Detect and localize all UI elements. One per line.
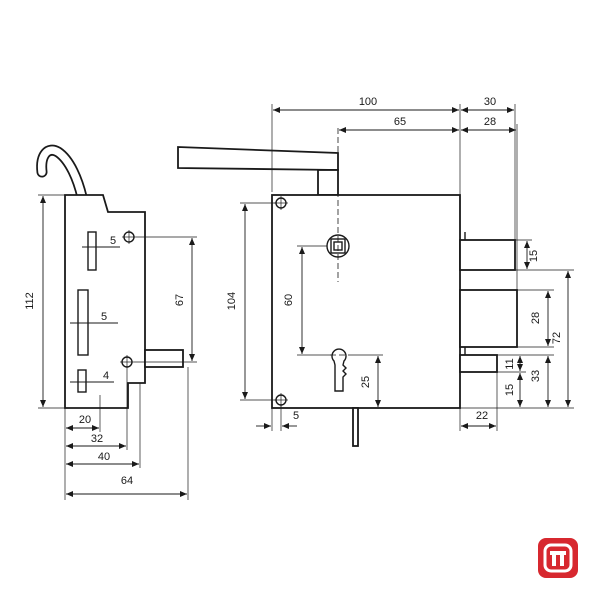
dim-label-15-top: 15	[528, 250, 540, 262]
middle-slot	[77, 289, 89, 356]
dim-label-height: 112	[24, 292, 36, 310]
dim-label-middle-slot: 5	[101, 311, 107, 323]
latch-bolt	[459, 354, 498, 373]
dim-label-25: 25	[360, 376, 372, 388]
handle-lever	[177, 146, 339, 171]
dim-label-top-slot: 5	[110, 235, 116, 247]
dim-label-bottom-slot: 4	[103, 370, 109, 382]
side-hole-bottom	[120, 355, 134, 369]
front-view: 100 30 65 28 104 60 25 5 22	[177, 96, 574, 447]
dim-label-30: 30	[484, 96, 496, 108]
top-slot	[87, 231, 97, 271]
dim-label-28-right: 28	[530, 312, 542, 324]
side-bolt	[144, 349, 184, 368]
dim-label-33: 33	[530, 370, 542, 382]
dim-label-32: 32	[91, 433, 103, 445]
dim-label-5: 5	[293, 410, 299, 422]
dim-label-22: 22	[476, 410, 488, 422]
tail-pin	[352, 407, 359, 447]
side-hole-top	[122, 230, 136, 244]
dim-label-40: 40	[98, 451, 110, 463]
bottom-slot	[77, 369, 87, 393]
dim-label-28-top: 28	[484, 116, 496, 128]
dim-label-65: 65	[394, 116, 406, 128]
brand-logo-icon	[538, 538, 578, 578]
dim-label-20: 20	[79, 414, 91, 426]
cable-fill	[37, 146, 86, 201]
dim-label-15-bottom: 15	[504, 384, 516, 396]
middle-bolt	[459, 289, 518, 348]
keyhole	[331, 348, 347, 392]
top-bolt	[459, 239, 516, 271]
dim-label-104: 104	[226, 292, 238, 310]
dim-label-hole-spacing: 67	[174, 294, 186, 306]
dim-label-60: 60	[283, 294, 295, 306]
side-view: 112 5 5 4 67 20 32 40 64	[24, 144, 197, 500]
dim-label-64: 64	[121, 475, 133, 487]
dim-label-100: 100	[359, 96, 377, 108]
handle-stem	[317, 169, 339, 196]
dim-label-72: 72	[551, 332, 563, 344]
dim-label-11: 11	[504, 358, 516, 369]
